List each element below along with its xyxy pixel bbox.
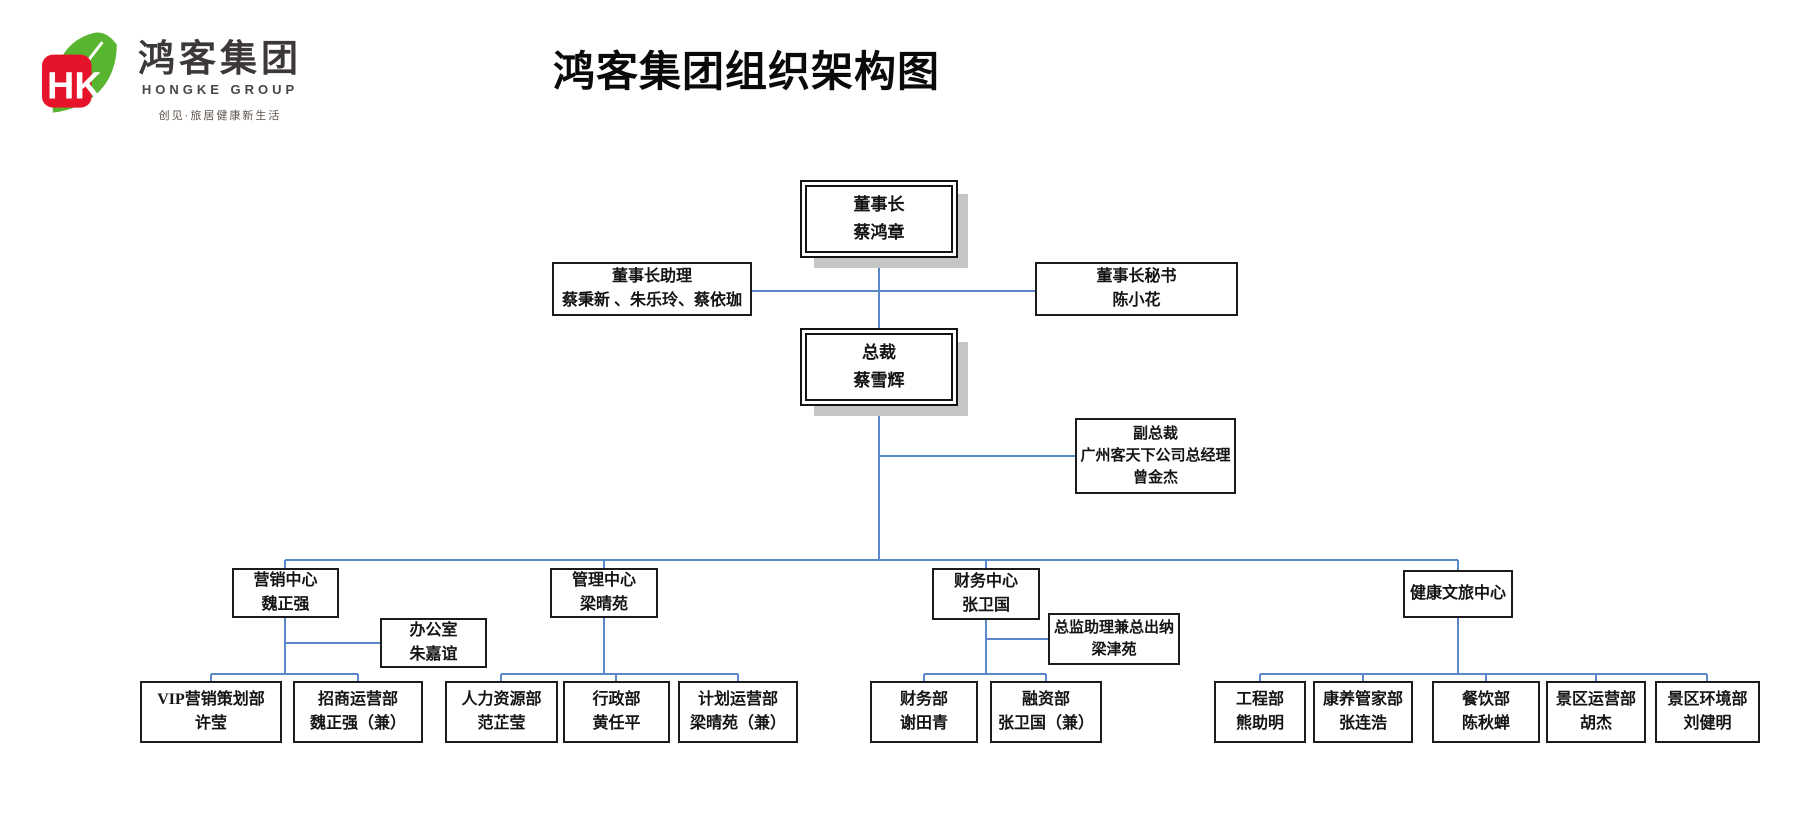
node-title: 总裁 bbox=[862, 343, 896, 362]
org-node-scenic-ops: 景区运营部 胡杰 bbox=[1546, 681, 1646, 743]
org-node-admin: 行政部 黄任平 bbox=[563, 681, 670, 743]
node-person: 蔡秉新 、朱乐玲、蔡依珈 bbox=[561, 292, 742, 309]
org-node-health-center: 健康文旅中心 bbox=[1403, 570, 1513, 618]
org-node-wellness-butler: 康养管家部 张连浩 bbox=[1313, 681, 1413, 743]
node-person: 梁晴苑（兼） bbox=[689, 715, 786, 732]
logo-company-name-en: HONGKE GROUP bbox=[141, 81, 299, 97]
node-person: 刘健明 bbox=[1683, 715, 1732, 732]
node-person: 陈秋蝉 bbox=[1461, 715, 1510, 732]
node-person: 张卫国（兼） bbox=[997, 715, 1094, 732]
logo-company-name: 鸿客集团 bbox=[138, 38, 302, 79]
node-title: 办公室 bbox=[409, 622, 458, 639]
org-node-marketing-center: 营销中心 魏正强 bbox=[232, 568, 339, 618]
node-person: 黄任平 bbox=[592, 715, 641, 732]
org-node-management-center: 管理中心 梁晴苑 bbox=[550, 568, 658, 618]
node-person: 胡杰 bbox=[1579, 715, 1612, 732]
org-node-engineering: 工程部 熊助明 bbox=[1214, 681, 1306, 743]
logo-text-block: 鸿客集团 HONGKE GROUP 创见·旅居健康新生活 bbox=[138, 32, 302, 123]
node-person: 梁津苑 bbox=[1091, 642, 1137, 658]
node-person: 陈小花 bbox=[1112, 292, 1161, 309]
org-node-office: 办公室 朱嘉谊 bbox=[380, 618, 487, 668]
org-node-president-frame: 总裁 蔡雪辉 bbox=[805, 333, 953, 401]
org-node-chairman: 董事长 蔡鸿章 bbox=[800, 180, 958, 258]
node-person: 梁晴苑 bbox=[579, 596, 628, 613]
org-node-vip-marketing: VIP营销策划部 许莹 bbox=[140, 681, 282, 743]
node-person: 魏正强 bbox=[261, 596, 310, 613]
node-title: 康养管家部 bbox=[1322, 691, 1403, 708]
node-title: 营销中心 bbox=[253, 572, 318, 589]
node-person: 蔡雪辉 bbox=[853, 371, 905, 390]
node-person: 谢田青 bbox=[899, 715, 948, 732]
page-title: 鸿客集团组织架构图 bbox=[553, 50, 941, 96]
org-node-chairman-frame: 董事长 蔡鸿章 bbox=[805, 185, 953, 253]
node-title: 工程部 bbox=[1235, 691, 1284, 708]
node-person: 曾金杰 bbox=[1132, 470, 1178, 486]
logo-tagline: 创见·旅居健康新生活 bbox=[158, 109, 282, 122]
org-node-planning-ops: 计划运营部 梁晴苑（兼） bbox=[678, 681, 798, 743]
node-person: 许莹 bbox=[194, 715, 227, 732]
node-title: 餐饮部 bbox=[1461, 691, 1510, 708]
node-title: 行政部 bbox=[592, 691, 641, 708]
org-node-cashier: 总监助理兼总出纳 梁津苑 bbox=[1048, 613, 1180, 665]
node-title: 健康文旅中心 bbox=[1409, 585, 1506, 602]
node-title: 景区环境部 bbox=[1667, 691, 1748, 708]
node-person: 张连浩 bbox=[1338, 715, 1387, 732]
node-title: 人力资源部 bbox=[461, 691, 542, 708]
node-title: 景区运营部 bbox=[1555, 691, 1636, 708]
node-title: VIP营销策划部 bbox=[157, 691, 265, 708]
node-person: 张卫国 bbox=[961, 597, 1010, 614]
node-person: 朱嘉谊 bbox=[409, 646, 458, 663]
org-node-investment-ops: 招商运营部 魏正强（兼） bbox=[293, 681, 423, 743]
org-node-secretary: 董事长秘书 陈小花 bbox=[1035, 262, 1238, 316]
node-person: 魏正强（兼） bbox=[309, 715, 406, 732]
node-person: 范芷莹 bbox=[477, 715, 526, 732]
node-person: 熊助明 bbox=[1235, 715, 1284, 732]
node-title: 管理中心 bbox=[571, 572, 636, 589]
hk-logo-icon: HK bbox=[42, 32, 117, 113]
org-node-president: 总裁 蔡雪辉 bbox=[800, 328, 958, 406]
node-title: 董事长 bbox=[853, 195, 905, 214]
node-title: 财务部 bbox=[899, 691, 948, 708]
org-node-hr: 人力资源部 范芷莹 bbox=[445, 681, 558, 743]
node-person: 蔡鸿章 bbox=[853, 223, 905, 242]
node-title: 董事长秘书 bbox=[1096, 268, 1177, 285]
node-title: 融资部 bbox=[1021, 691, 1070, 708]
node-title: 副总裁 bbox=[1132, 426, 1178, 442]
org-node-assistant: 董事长助理 蔡秉新 、朱乐玲、蔡依珈 bbox=[552, 262, 752, 316]
company-logo: HK 鸿客集团 HONGKE GROUP 创见·旅居健康新生活 bbox=[42, 32, 302, 123]
node-role: 广州客天下公司总经理 bbox=[1080, 448, 1231, 464]
org-node-catering: 餐饮部 陈秋蝉 bbox=[1432, 681, 1540, 743]
svg-text:HK: HK bbox=[47, 65, 102, 107]
org-node-scenic-env: 景区环境部 刘健明 bbox=[1655, 681, 1760, 743]
node-title: 财务中心 bbox=[953, 573, 1018, 590]
org-node-finance-center: 财务中心 张卫国 bbox=[932, 568, 1040, 620]
node-title: 董事长助理 bbox=[611, 268, 692, 285]
node-title: 计划运营部 bbox=[697, 691, 778, 708]
org-node-financing-dept: 融资部 张卫国（兼） bbox=[990, 681, 1102, 743]
node-title: 招商运营部 bbox=[317, 691, 398, 708]
node-title: 总监助理兼总出纳 bbox=[1053, 620, 1174, 636]
org-node-vp: 副总裁 广州客天下公司总经理 曾金杰 bbox=[1075, 418, 1236, 494]
org-node-finance-dept: 财务部 谢田青 bbox=[870, 681, 978, 743]
